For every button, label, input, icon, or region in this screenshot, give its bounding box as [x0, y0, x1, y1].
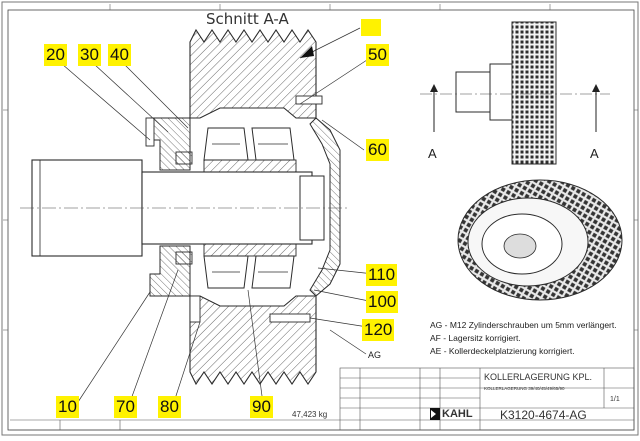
screw-top-right	[295, 95, 323, 105]
bearing-bottom	[203, 243, 297, 289]
screw-bottom-left	[189, 295, 201, 323]
section-view	[20, 27, 375, 403]
frame-ticks	[3, 4, 638, 331]
revision-note-ae: AE - Kollerdeckelplatzierung korrigiert.	[430, 346, 575, 356]
drawing-number: K3120-4674-AG	[500, 408, 587, 422]
section-title: Schnitt A-A	[206, 10, 289, 28]
position-label-70: 70	[114, 396, 137, 418]
section-marker-left: A	[428, 146, 437, 161]
position-label-120: 120	[362, 319, 395, 341]
seal-top	[175, 151, 193, 165]
weight-value: 47,423 kg	[292, 410, 328, 419]
sheet-number: 1/1	[610, 396, 620, 403]
revision-note-af: AF - Lagersitz korrigiert.	[430, 333, 521, 343]
company-name: KAHL	[442, 408, 473, 420]
position-label-30: 30	[78, 44, 101, 66]
position-label-80: 80	[158, 396, 181, 418]
section-marker-right: A	[590, 146, 599, 161]
position-label-10: 10	[56, 396, 79, 418]
position-label-90: 90	[250, 396, 273, 418]
part-title: KOLLERLAGERUNG KPL.	[484, 372, 593, 382]
screw-top-left	[145, 117, 155, 147]
roller-ring-top	[189, 28, 317, 119]
position-label-50: 50	[366, 44, 389, 66]
cover-cap	[309, 117, 341, 297]
kahl-logo	[430, 408, 440, 420]
side-view-knurled-roller	[511, 21, 557, 165]
title-block	[10, 367, 635, 431]
revision-note-ag: AG - M12 Zylinderschrauben um 5mm verlän…	[430, 320, 617, 330]
edge-label-ag: AG	[368, 350, 382, 360]
side-view	[420, 21, 610, 165]
position-label-100: 100	[366, 291, 399, 313]
roller-ring-bottom	[189, 295, 317, 386]
bearing-top	[203, 127, 297, 173]
seal-bottom	[175, 251, 193, 265]
position-label-20: 20	[44, 44, 67, 66]
position-label-110: 110	[366, 264, 398, 286]
highlight-marker	[361, 19, 381, 36]
isometric-view	[457, 179, 623, 301]
position-label-40: 40	[108, 44, 131, 66]
part-subtitle: KOLLERLAGERUNG 39/40/45/49/65/90	[484, 386, 565, 391]
position-label-60: 60	[366, 139, 389, 161]
side-view-hub-step	[489, 63, 513, 121]
screw-bottom-right	[269, 313, 311, 323]
